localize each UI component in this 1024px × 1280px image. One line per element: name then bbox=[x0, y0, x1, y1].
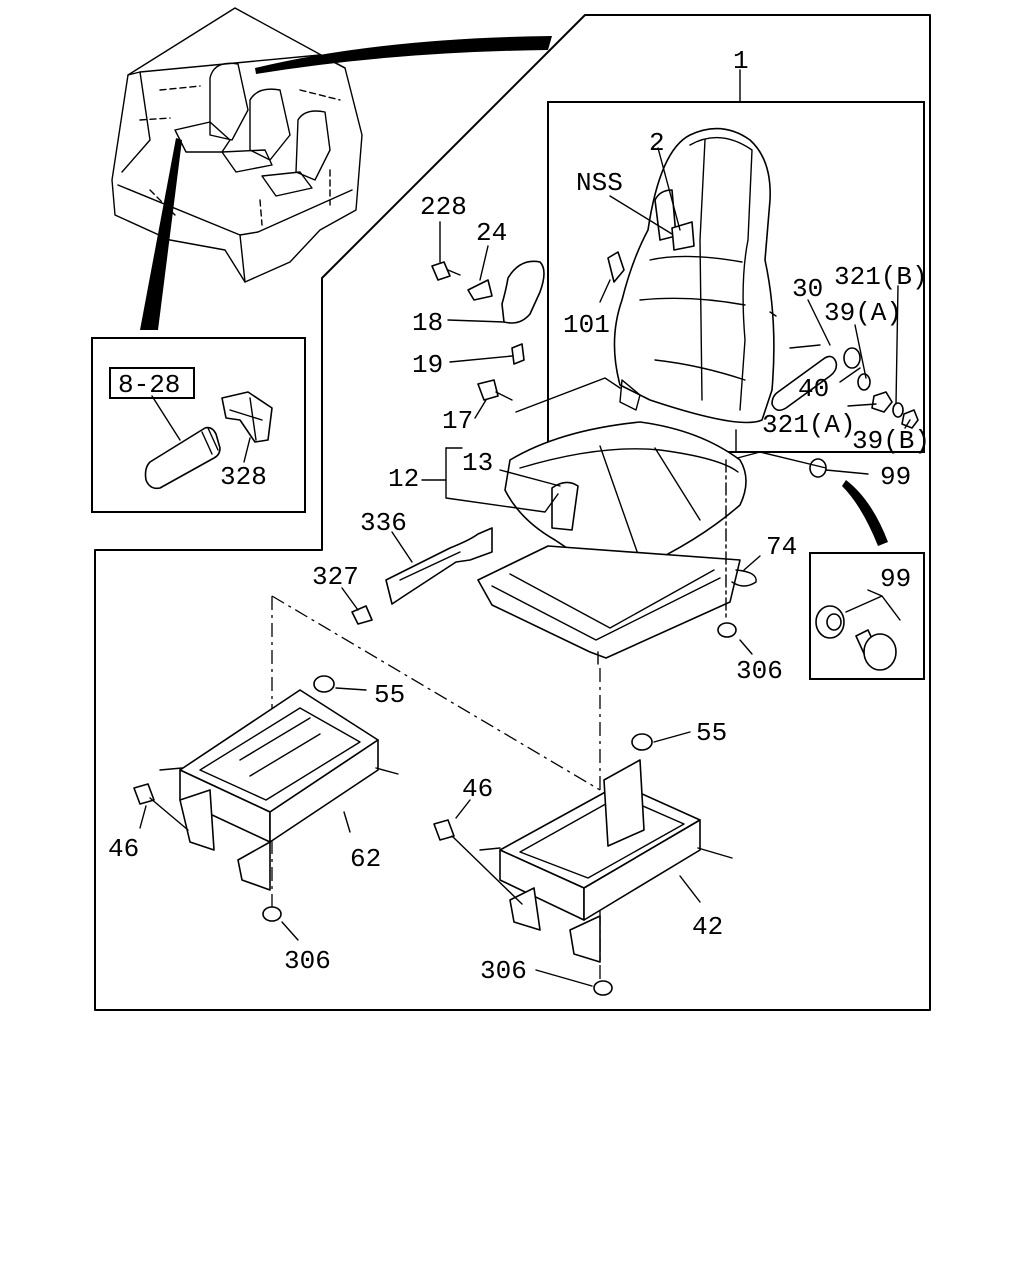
leader-321b bbox=[895, 285, 899, 405]
callout-74: 74 bbox=[766, 532, 797, 562]
leader-17 bbox=[474, 399, 487, 419]
leader-46-right bbox=[455, 799, 471, 819]
callout-306-right: 306 bbox=[736, 656, 783, 686]
leader-40 bbox=[839, 367, 861, 383]
leader-18 bbox=[447, 319, 505, 323]
upper-hardware-illustration bbox=[431, 260, 545, 401]
leader-30 bbox=[807, 299, 831, 346]
callout-306-left: 306 bbox=[284, 946, 331, 976]
callout-99: 99 bbox=[880, 462, 911, 492]
seat-slider-illustration bbox=[477, 545, 757, 665]
nut-55-right bbox=[631, 733, 653, 751]
callout-17: 17 bbox=[442, 406, 473, 436]
callout-1: 1 bbox=[733, 46, 749, 76]
leader-42 bbox=[679, 875, 701, 903]
leader-8-28 bbox=[151, 395, 181, 441]
seatback-illustration bbox=[607, 127, 775, 424]
leader-99-inset bbox=[845, 589, 901, 621]
nut-306-bottom bbox=[593, 980, 613, 996]
callout-101: 101 bbox=[563, 310, 610, 340]
leader-12 bbox=[421, 447, 463, 481]
leader-17-to-seatback bbox=[515, 377, 621, 413]
leader-328 bbox=[243, 437, 251, 463]
leader-62 bbox=[343, 811, 351, 833]
bracket-336-illustration bbox=[351, 527, 493, 625]
leader-306-right bbox=[739, 639, 753, 655]
leader-55-left bbox=[335, 687, 367, 691]
leader-336 bbox=[391, 531, 413, 563]
callout-55-right: 55 bbox=[696, 718, 727, 748]
part-328-illustration bbox=[144, 391, 273, 490]
main-frame bbox=[94, 14, 931, 1011]
inset-pointer bbox=[140, 138, 182, 330]
leader-321a bbox=[847, 403, 877, 407]
leader-327 bbox=[341, 587, 359, 611]
callout-39b: 39(B) bbox=[852, 426, 930, 456]
callout-18: 18 bbox=[412, 308, 443, 338]
callout-2: 2 bbox=[649, 128, 665, 158]
callout-46-left: 46 bbox=[108, 834, 139, 864]
callout-42: 42 bbox=[692, 912, 723, 942]
callout-12: 12 bbox=[388, 464, 419, 494]
leader-74 bbox=[743, 555, 761, 571]
leader-306-left bbox=[281, 921, 299, 941]
leader-seat-bracket bbox=[729, 429, 827, 469]
leader-39b bbox=[904, 419, 911, 429]
leader-46-left bbox=[139, 805, 147, 829]
leader-24 bbox=[479, 245, 489, 281]
callout-46-right: 46 bbox=[462, 774, 493, 804]
part-99-illustration bbox=[815, 605, 897, 671]
leader-306-bottom bbox=[535, 969, 593, 987]
seat-riser-62-illustration bbox=[133, 689, 399, 891]
leader-12-bracket bbox=[445, 447, 559, 513]
nut-55-left bbox=[313, 675, 335, 693]
callout-40: 40 bbox=[798, 374, 829, 404]
lever-washers-illustration bbox=[769, 311, 919, 478]
leader-nss bbox=[609, 195, 673, 235]
leader-99 bbox=[825, 469, 869, 475]
cab-pointer-arc bbox=[255, 36, 552, 74]
callout-306-bottom: 306 bbox=[480, 956, 527, 986]
callout-321b: 321(B) bbox=[834, 262, 928, 292]
callout-39a: 39(A) bbox=[824, 298, 902, 328]
leader-13 bbox=[499, 469, 561, 487]
inset-box-328 bbox=[91, 337, 306, 513]
callout-13: 13 bbox=[462, 448, 493, 478]
nut-306-left bbox=[262, 906, 282, 922]
axis-diagonal bbox=[271, 595, 601, 791]
cab-overview-illustration bbox=[111, 7, 363, 283]
callout-228: 228 bbox=[420, 192, 467, 222]
leader-101 bbox=[599, 279, 611, 303]
callout-62: 62 bbox=[350, 844, 381, 874]
callout-nss: NSS bbox=[576, 168, 623, 198]
callout-99-inset: 99 bbox=[880, 564, 911, 594]
callout-55-left: 55 bbox=[374, 680, 405, 710]
seat-riser-42-illustration bbox=[433, 759, 733, 963]
callout-327: 327 bbox=[312, 562, 359, 592]
nut-306-right bbox=[717, 622, 737, 638]
pointer-99 bbox=[842, 480, 888, 546]
callout-24: 24 bbox=[476, 218, 507, 248]
callout-19: 19 bbox=[412, 350, 443, 380]
callout-30: 30 bbox=[792, 274, 823, 304]
ref-box-8-28 bbox=[109, 367, 195, 399]
leader-39a bbox=[854, 324, 867, 379]
leader-55-right bbox=[653, 731, 691, 743]
leader-2 bbox=[657, 147, 681, 231]
seat-cushion-illustration bbox=[504, 421, 747, 570]
leader-19 bbox=[449, 355, 513, 363]
callout-336: 336 bbox=[360, 508, 407, 538]
callout-328: 328 bbox=[220, 462, 267, 492]
callout-321a: 321(A) bbox=[762, 410, 856, 440]
callout-8-28: 8-28 bbox=[118, 370, 180, 400]
